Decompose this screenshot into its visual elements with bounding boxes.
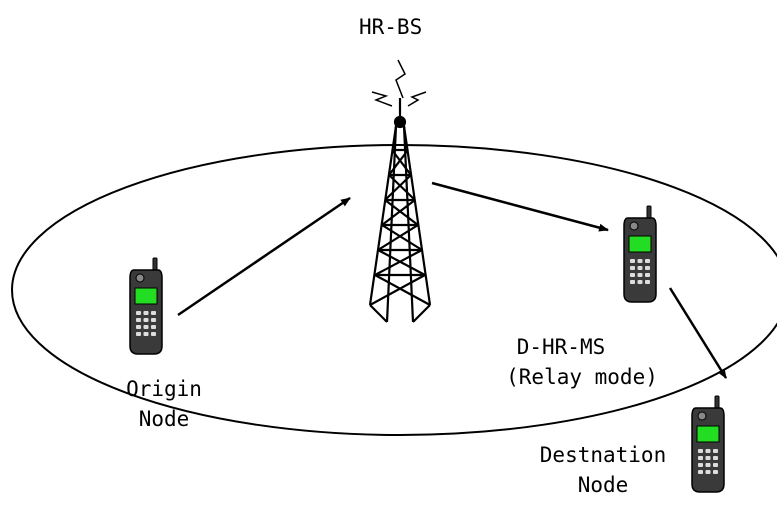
downlink-to-relay-arrow <box>431 181 609 232</box>
destination-node-label-line2: Node <box>577 473 629 497</box>
cell-tower-icon <box>368 59 432 323</box>
relay-node-label-line2: (Relay mode) <box>506 365 658 389</box>
coverage-area-ellipse <box>11 144 777 436</box>
destination-node-phone-icon <box>691 395 725 493</box>
origin-node-label-line2: Node <box>138 407 190 431</box>
uplink-arrow <box>177 196 351 317</box>
destination-node-label: Destnation Node <box>520 440 686 500</box>
relay-node-label: D-HR-MS (Relay mode) <box>472 332 692 392</box>
origin-node-label: Origin Node <box>94 374 234 434</box>
origin-node-label-line1: Origin <box>126 377 202 401</box>
relay-node-label-line1: D-HR-MS <box>516 335 606 359</box>
relay-node-phone-icon <box>623 205 657 303</box>
relay-to-destination-arrow <box>668 287 728 379</box>
base-station-label: HR-BS <box>359 15 423 39</box>
destination-node-label-line1: Destnation <box>539 443 667 467</box>
origin-node-phone-icon <box>129 257 163 355</box>
